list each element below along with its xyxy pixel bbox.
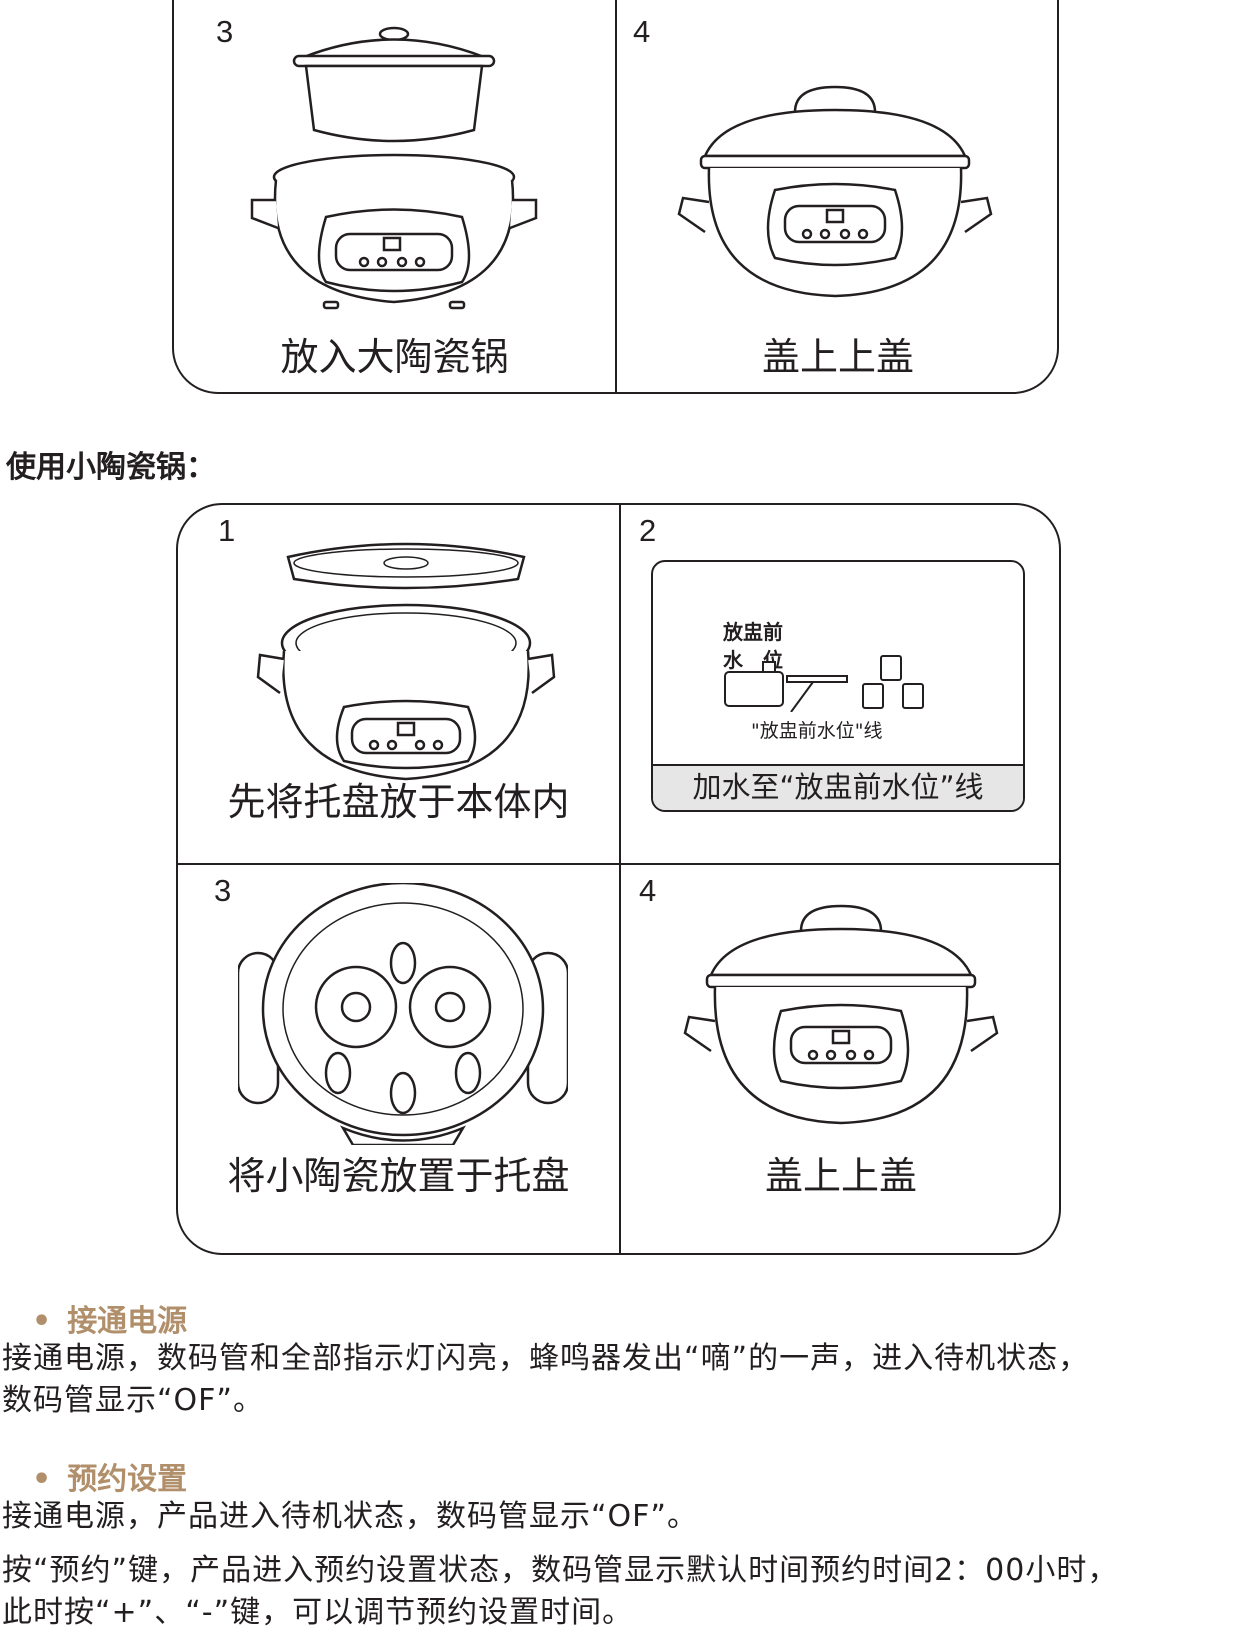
top-step-panels: 3 放入大陶瓷锅	[172, 0, 1059, 394]
step-4-cover-lid: 4 盖上上盖	[615, 0, 1057, 392]
step-number: 3	[216, 14, 234, 49]
step-3-place-small-pots: 3 将小陶瓷放置于托盘	[178, 863, 619, 1253]
heading-text: 接通电源	[67, 1304, 188, 1339]
step-4-cover-lid: 4 盖上上盖	[619, 863, 1059, 1253]
section-title: 使用小陶瓷锅：	[6, 450, 216, 485]
tray-and-cooker-illustration	[256, 542, 556, 781]
bullet-icon: •	[32, 1462, 52, 1497]
step-number: 4	[633, 14, 651, 49]
cooker-with-pot-illustration	[250, 26, 538, 310]
paragraph-line: 此时按“+”、“-”键，可以调节预约设置时间。	[2, 1595, 634, 1630]
cooker-with-lid-illustration	[683, 904, 999, 1125]
bullet-icon: •	[32, 1304, 52, 1339]
step-number: 4	[639, 873, 657, 908]
water-level-label: 放盅前	[723, 620, 783, 644]
paragraph-line: 按“预约”键，产品进入预约设置状态，数码管显示默认时间预约时间2：00小时，	[2, 1553, 1119, 1588]
water-level-line-label: "放盅前水位"线	[751, 720, 883, 742]
paragraph-line: 数码管显示“OF”。	[2, 1383, 264, 1418]
water-level-diagram: 放盅前 水 位 "放盅前水位"线 加水至“放盅前水位”线	[651, 560, 1025, 812]
paragraph-line: 接通电源，产品进入待机状态，数码管显示“OF”。	[2, 1499, 698, 1534]
step-caption: 盖上上盖	[764, 1154, 917, 1198]
cooker-with-lid-illustration	[677, 85, 993, 298]
step-number: 2	[639, 513, 657, 548]
panel-divider	[619, 505, 621, 1253]
paragraph-line: 接通电源，数码管和全部指示灯闪亮，蜂鸣器发出“嘀”的一声，进入待机状态，	[2, 1341, 1090, 1376]
step-caption: 盖上上盖	[761, 335, 914, 379]
panel-divider	[615, 0, 617, 392]
small-pot-step-panels: 1 先将托盘放于本体内 2 3	[176, 503, 1061, 1255]
heading-text: 预约设置	[67, 1462, 188, 1497]
step-caption: 先将托盘放于本体内	[227, 780, 570, 824]
step-2-add-water: 2	[619, 505, 1059, 863]
step-number: 1	[218, 513, 236, 548]
water-level-icons	[724, 655, 924, 712]
step-3-large-pot: 3 放入大陶瓷锅	[174, 0, 615, 392]
step-caption: 将小陶瓷放置于托盘	[227, 1154, 570, 1198]
section-heading-power: • 接通电源	[32, 1296, 187, 1340]
step-number: 3	[214, 873, 232, 908]
panel-divider	[178, 863, 1059, 865]
small-pots-on-tray-illustration	[238, 883, 568, 1145]
step-1-place-tray: 1 先将托盘放于本体内	[178, 505, 619, 863]
step-caption: 加水至“放盅前水位”线	[653, 764, 1023, 810]
section-heading-schedule: • 预约设置	[32, 1454, 187, 1498]
step-caption: 放入大陶瓷锅	[280, 335, 509, 379]
